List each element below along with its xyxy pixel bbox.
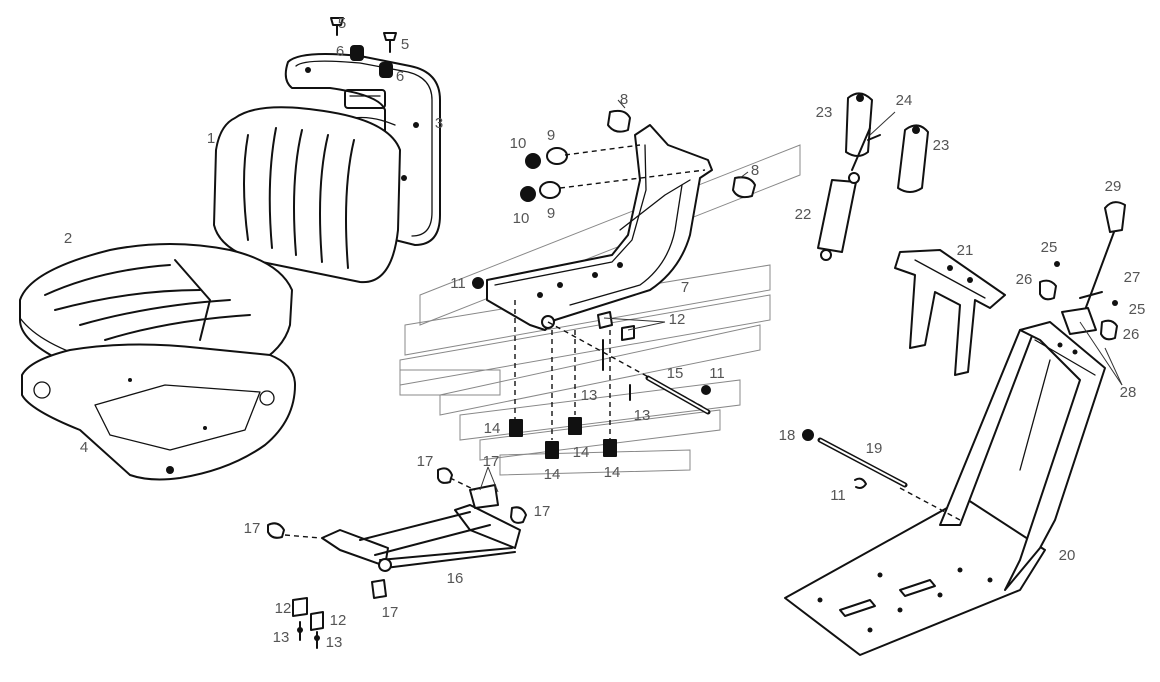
callout-13: 13 — [326, 634, 343, 651]
callout-11: 11 — [450, 275, 466, 292]
callout-25: 25 — [1129, 301, 1146, 318]
callout-11: 11 — [830, 487, 846, 504]
callout-8: 8 — [620, 91, 628, 108]
base-frame — [784, 321, 1106, 656]
bracket-fasteners — [472, 277, 706, 459]
callout-25: 25 — [1041, 239, 1058, 256]
callout-21: 21 — [957, 242, 974, 259]
callout-23: 23 — [816, 104, 833, 121]
callout-18: 18 — [779, 427, 796, 444]
callout-13: 13 — [581, 387, 598, 404]
leader-lines — [479, 99, 1123, 493]
callout-5: 5 — [338, 15, 346, 32]
lever-assembly — [1039, 201, 1126, 341]
callout-17: 17 — [483, 453, 500, 470]
callout-4: 4 — [80, 439, 88, 456]
callout-17: 17 — [534, 503, 551, 520]
callout-6: 6 — [396, 68, 404, 85]
callout-17: 17 — [244, 520, 261, 537]
rod — [802, 429, 908, 489]
callout-28: 28 — [1120, 384, 1137, 401]
callout-14: 14 — [544, 466, 561, 483]
support-bracket — [486, 124, 713, 331]
bottom-fasteners — [292, 597, 324, 649]
callout-9: 9 — [547, 205, 555, 222]
callout-26: 26 — [1123, 326, 1140, 343]
callout-5: 5 — [401, 36, 409, 53]
bushings-upper — [520, 109, 756, 202]
callout-26: 26 — [1016, 271, 1033, 288]
callout-13: 13 — [634, 407, 651, 424]
callout-3: 3 — [435, 115, 443, 132]
pin — [645, 375, 711, 415]
callout-2: 2 — [64, 230, 72, 247]
backrest-cushion — [213, 106, 401, 284]
fasteners-top — [330, 17, 397, 78]
callout-20: 20 — [1059, 547, 1076, 564]
callout-8: 8 — [751, 162, 759, 179]
callout-9: 9 — [547, 127, 555, 144]
callout-1: 1 — [207, 130, 215, 147]
callout-23: 23 — [933, 137, 950, 154]
callout-10: 10 — [513, 210, 530, 227]
callout-16: 16 — [447, 570, 464, 587]
callout-labels: 5 5 6 6 1 3 2 4 8 8 9 9 10 10 11 11 11 7… — [64, 15, 1146, 651]
swing-arm — [267, 467, 527, 599]
callout-13: 13 — [273, 629, 290, 646]
callout-12: 12 — [330, 612, 347, 629]
callout-12: 12 — [275, 600, 292, 617]
callout-14: 14 — [604, 464, 621, 481]
callout-7: 7 — [681, 279, 689, 296]
callout-27: 27 — [1124, 269, 1141, 286]
callout-11: 11 — [709, 365, 725, 382]
callout-10: 10 — [510, 135, 527, 152]
gas-spring — [817, 92, 929, 261]
callout-24: 24 — [896, 92, 913, 109]
callout-14: 14 — [573, 444, 590, 461]
callout-19: 19 — [866, 440, 883, 457]
callout-15: 15 — [667, 365, 684, 382]
callout-12: 12 — [669, 311, 686, 328]
callout-29: 29 — [1105, 178, 1122, 195]
callout-14: 14 — [484, 420, 501, 437]
callout-22: 22 — [795, 206, 812, 223]
callout-17: 17 — [417, 453, 434, 470]
callout-17: 17 — [382, 604, 399, 621]
top-bracket — [894, 249, 1006, 376]
callout-6: 6 — [336, 43, 344, 60]
seat-pan — [21, 343, 296, 481]
